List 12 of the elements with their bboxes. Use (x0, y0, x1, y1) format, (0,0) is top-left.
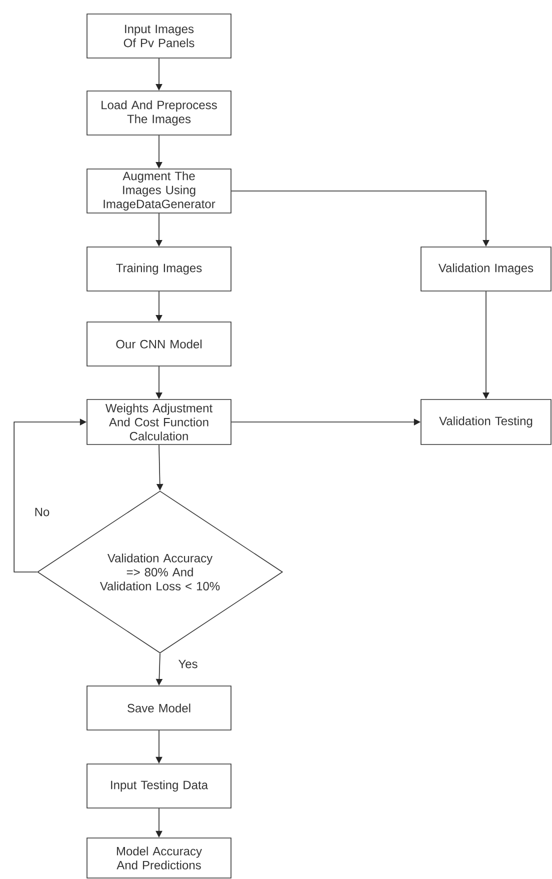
process-box: Load And Preprocess The Images (86, 90, 232, 136)
process-box: Model Accuracy And Predictions (86, 838, 232, 878)
process-box: Training Images (86, 246, 232, 292)
process-box: Weights Adjustment And Cost Function Calculation (86, 399, 232, 445)
process-box: Input Testing Data (86, 764, 232, 808)
process-box: Input Images Of Pv Panels (86, 14, 232, 58)
process-box: Validation Images (420, 246, 552, 292)
process-box: Augment The Images Using ImageDataGenerator (86, 168, 232, 214)
process-box: Save Model (86, 686, 232, 730)
process-box: Our CNN Model (86, 322, 232, 366)
edge-label: Yes (176, 658, 200, 670)
process-box: Validation Testing (420, 399, 552, 445)
